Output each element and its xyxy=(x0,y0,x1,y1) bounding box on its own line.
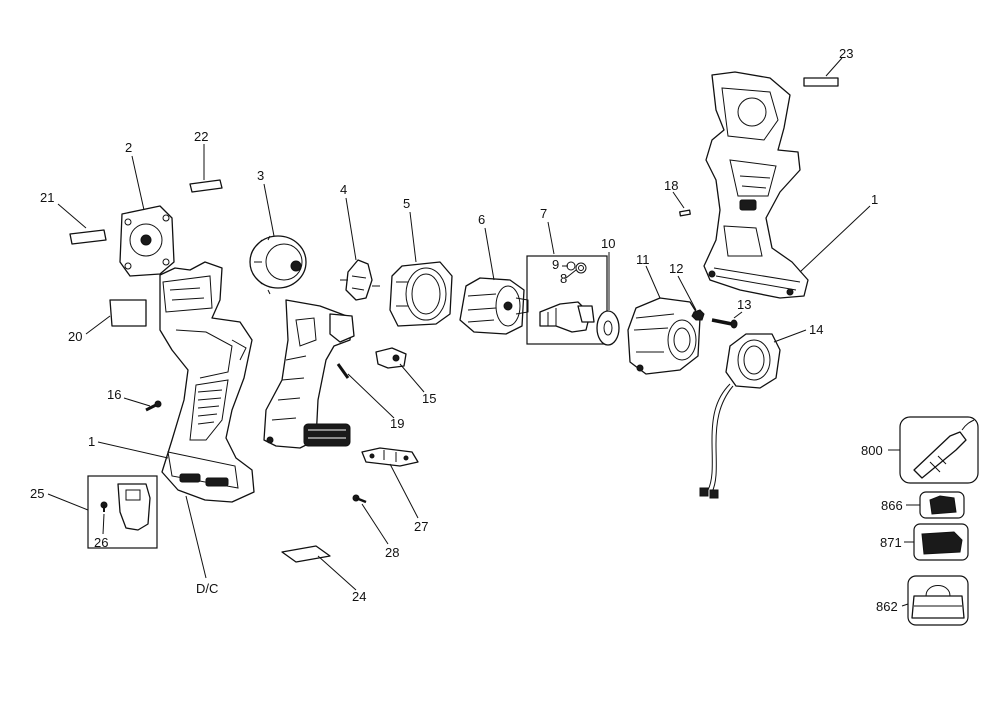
switch-clip xyxy=(375,347,407,369)
callout-27: 27 xyxy=(414,519,428,534)
callout-22: 22 xyxy=(194,129,208,144)
callout-866: 866 xyxy=(881,498,903,513)
label-20 xyxy=(109,299,147,327)
housing-half-right xyxy=(703,71,809,299)
callout-13: 13 xyxy=(737,297,751,312)
screw-13 xyxy=(711,318,738,329)
label-22 xyxy=(189,179,223,193)
motor-trigger-assembly xyxy=(249,235,355,449)
callout-28: 28 xyxy=(385,545,399,560)
accessory-800-box xyxy=(899,416,979,484)
label-21 xyxy=(69,229,107,245)
callout-labels: 1 1 2 3 4 5 6 7 8 9 10 11 12 13 14 15 16… xyxy=(30,46,903,614)
screw-16 xyxy=(145,400,162,412)
callout-2: 2 xyxy=(125,140,132,155)
anvil-kit-box xyxy=(526,255,608,345)
callout-26: 26 xyxy=(94,535,108,550)
callout-4: 4 xyxy=(340,182,347,197)
screw-28 xyxy=(352,494,367,504)
callout-9: 9 xyxy=(552,257,559,272)
callout-23: 23 xyxy=(839,46,853,61)
callout-8: 8 xyxy=(560,271,567,286)
callout-7: 7 xyxy=(540,206,547,221)
retaining-ring-bracket xyxy=(340,259,380,301)
callout-21: 21 xyxy=(40,190,54,205)
front-ring-housing xyxy=(389,261,453,327)
callout-15: 15 xyxy=(422,391,436,406)
label-23 xyxy=(803,77,839,87)
callout-5: 5 xyxy=(403,196,410,211)
pin xyxy=(679,209,691,217)
callout-16: 16 xyxy=(107,387,121,402)
callout-11: 11 xyxy=(636,252,650,267)
callout-12: 12 xyxy=(669,261,683,276)
accessory-866-box xyxy=(919,491,965,519)
callout-25: 25 xyxy=(30,486,44,501)
accessory-871-box xyxy=(913,523,969,561)
bit-holder-plate xyxy=(361,447,419,467)
callout-1-right: 1 xyxy=(871,192,878,207)
housing-half-left xyxy=(159,261,255,503)
callout-18: 18 xyxy=(664,178,678,193)
callout-24: 24 xyxy=(352,589,366,604)
callout-20: 20 xyxy=(68,329,82,344)
nut xyxy=(691,309,705,321)
accessory-862-box xyxy=(907,575,969,626)
callout-800: 800 xyxy=(861,443,883,458)
leader-lines xyxy=(47,57,920,607)
callout-10: 10 xyxy=(601,236,615,251)
end-cap-plate xyxy=(119,205,175,277)
callout-dc: D/C xyxy=(196,581,218,596)
callout-6: 6 xyxy=(478,212,485,227)
callout-14: 14 xyxy=(809,322,823,337)
belt-hook-kit-box xyxy=(87,475,158,549)
callout-871: 871 xyxy=(880,535,902,550)
led-ring-with-wire xyxy=(699,333,781,499)
callout-862: 862 xyxy=(876,599,898,614)
washer xyxy=(596,310,620,346)
callout-3: 3 xyxy=(257,168,264,183)
callout-1-left: 1 xyxy=(88,434,95,449)
label-24 xyxy=(281,545,331,563)
callout-19: 19 xyxy=(390,416,404,431)
spring-pin xyxy=(336,363,350,379)
hammer-cage xyxy=(459,277,529,335)
gear-case xyxy=(627,297,701,375)
